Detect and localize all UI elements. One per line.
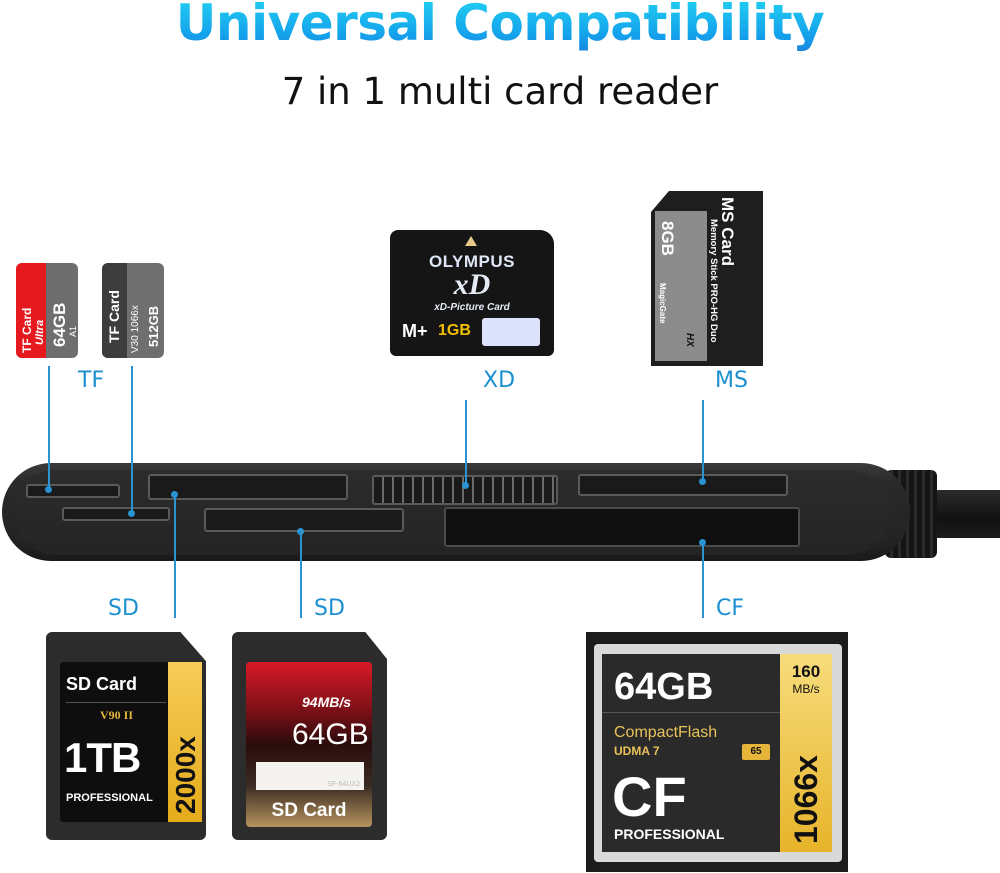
ms-slot <box>578 474 788 496</box>
sd-64gb-model: SF-64UX2 <box>327 781 360 788</box>
label-sd-right: SD <box>314 596 345 621</box>
tf-512-speed: V30 1066x <box>130 305 141 353</box>
ms-tag: MagicGate <box>658 283 667 324</box>
cf-speed: 1066x <box>788 755 824 844</box>
sd-1tb-capacity: 1TB <box>64 734 141 781</box>
ms-capacity: 8GB <box>658 221 677 256</box>
label-tf: TF <box>78 368 105 393</box>
label-xd: XD <box>483 368 516 393</box>
leader-line-tf2 <box>131 366 133 514</box>
tf-ultra-class: A1 <box>68 325 78 337</box>
label-sd-left: SD <box>108 596 139 621</box>
cf-rate: 160 <box>791 662 821 681</box>
xd-card-image: OLYMPUS xD xD-Picture Card M+ 1GB <box>390 230 554 356</box>
xd-subtitle: xD-Picture Card <box>434 302 510 313</box>
cf-rate-unit: MB/s <box>792 682 820 696</box>
label-ms: MS <box>715 368 748 393</box>
leader-line-sd-left <box>174 494 176 618</box>
leader-dot-xd <box>462 482 469 489</box>
xd-logo: xD <box>453 268 491 301</box>
ms-hx: HX <box>684 333 695 347</box>
leader-dot-ms <box>699 478 706 485</box>
tf-slot-2 <box>62 507 170 521</box>
cf-capacity: 64GB <box>614 666 714 708</box>
sd-1tb-spec: V90 II <box>100 708 134 722</box>
warning-triangle-icon <box>465 236 477 246</box>
xd-brand: OLYMPUS <box>428 252 515 271</box>
cf-name: CF <box>612 765 687 828</box>
page-title: Universal Compatibility <box>0 0 1000 52</box>
ms-name: MS Card <box>718 197 737 266</box>
sd-slot-upper <box>148 474 348 500</box>
sd-64gb-name: SD Card <box>271 800 347 821</box>
ms-line2: Memory Stick PRO-HG Duo <box>708 219 719 343</box>
sd-slot-lower <box>204 508 404 532</box>
cf-card-image: 64GB CompactFlash UDMA 7 65 CF PROFESSIO… <box>586 632 848 872</box>
leader-line-xd <box>465 400 467 486</box>
tf-512-name: TF Card <box>106 290 122 343</box>
tf-512-capacity: 512GB <box>146 305 161 347</box>
ms-card-image: MS Card Memory Stick PRO-HG Duo 8GB Magi… <box>651 191 763 366</box>
leader-dot-tf1 <box>45 486 52 493</box>
tf-ultra-name: TF Card <box>20 307 34 353</box>
sd-64gb-capacity: 64GB <box>292 718 369 751</box>
cf-vpg-badge: 65 <box>742 744 770 760</box>
sd-1tb-name: SD Card <box>66 674 138 694</box>
tf-ultra-capacity: 64GB <box>50 302 69 347</box>
tf-512-card-image: TF Card V30 1066x 512GB <box>102 263 164 358</box>
sd-1tb-grade: PROFESSIONAL <box>66 792 153 804</box>
cf-slot <box>444 507 800 547</box>
sd-64gb-speed: 94MB/s <box>302 694 352 710</box>
tf-slot-1 <box>26 484 120 498</box>
label-cf: CF <box>716 596 745 621</box>
leader-dot-sd-left <box>171 491 178 498</box>
leader-line-cf <box>702 542 704 618</box>
cf-udma: UDMA 7 <box>614 744 660 758</box>
leader-line-sd-right <box>300 531 302 618</box>
leader-line-tf1 <box>48 366 50 488</box>
page-subtitle: 7 in 1 multi card reader <box>281 70 719 113</box>
sd-1tb-card-image: SD Card V90 II 1TB PROFESSIONAL 2000x <box>46 632 206 840</box>
xd-type: M+ <box>402 321 428 341</box>
tf-ultra-card-image: TF Card Ultra 64GB A1 <box>16 263 78 358</box>
leader-dot-sd-right <box>297 528 304 535</box>
cf-grade: PROFESSIONAL <box>614 826 725 842</box>
cf-brand: CompactFlash <box>614 724 718 741</box>
tf-ultra-line2: Ultra <box>34 319 46 345</box>
xd-capacity: 1GB <box>438 322 471 339</box>
leader-dot-cf <box>699 539 706 546</box>
sd-64gb-card-image: 94MB/s 64GB SF-64UX2 SD Card <box>232 632 387 840</box>
leader-dot-tf2 <box>128 510 135 517</box>
usb-cable <box>935 490 1000 538</box>
sd-1tb-speed: 2000x <box>170 736 201 814</box>
leader-line-ms <box>702 400 704 484</box>
